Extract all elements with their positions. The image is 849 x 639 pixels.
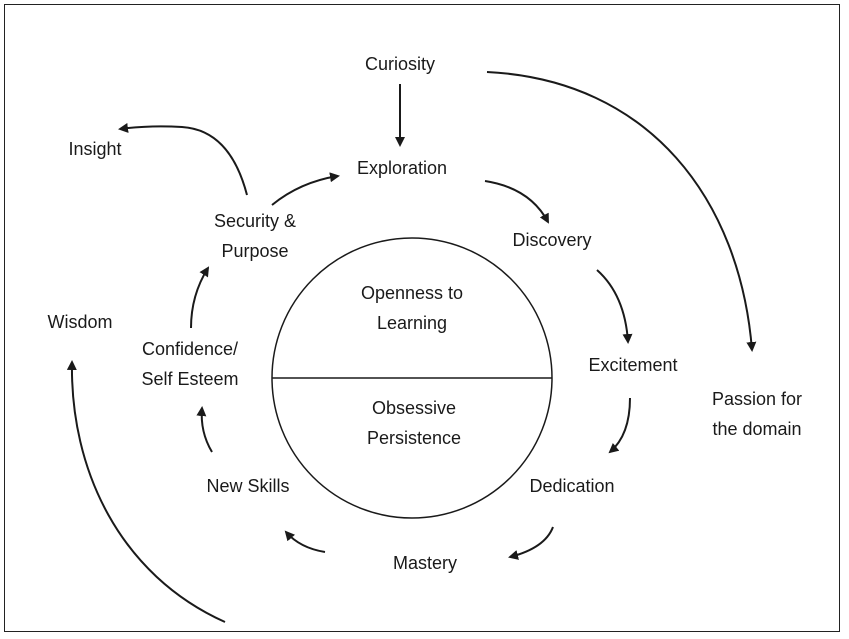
arrow-security-exploration [271,172,340,206]
arrow-dedication-mastery [508,526,554,560]
arrow-excitement-dedication [608,397,631,454]
node-new-skills: New Skills [206,476,290,496]
arrow-exploration-discovery [484,180,549,224]
node-wisdom: Wisdom [47,312,113,332]
center-bottom-line2: Persistence [366,428,462,448]
center-top-line2: Learning [376,313,448,333]
node-security-line1: Security & [213,211,297,231]
node-confidence: Confidence/ Self Esteem [141,334,238,394]
arrow-curiosity-passion [486,71,757,352]
arrow-confidence-security [190,266,210,329]
center-top-line1: Openness to [360,283,464,303]
node-confidence-line1: Confidence/ [141,339,239,359]
arrow-security-insight [118,122,248,196]
arrow-discovery-excitement [596,269,633,344]
node-passion-line1: Passion for [711,389,803,409]
arrow-to-wisdom [66,360,226,623]
center-top-label: Openness to Learning [361,278,463,338]
arrow-newskills-confidence [196,406,213,453]
node-curiosity: Curiosity [364,54,436,74]
diagram-frame [4,4,840,632]
node-passion-line2: the domain [712,419,802,439]
center-bottom-line1: Obsessive [371,398,457,418]
node-passion: Passion for the domain [712,384,802,444]
node-security-line2: Purpose [221,241,289,261]
node-discovery: Discovery [512,230,592,250]
node-dedication: Dedication [529,476,615,496]
node-mastery: Mastery [392,553,458,573]
node-security: Security & Purpose [214,206,296,266]
node-confidence-line2: Self Esteem [141,369,239,389]
node-insight: Insight [68,139,122,159]
node-exploration: Exploration [356,158,448,178]
arrow-mastery-newskills [284,530,326,553]
center-bottom-label: Obsessive Persistence [367,393,461,453]
node-excitement: Excitement [588,355,678,375]
